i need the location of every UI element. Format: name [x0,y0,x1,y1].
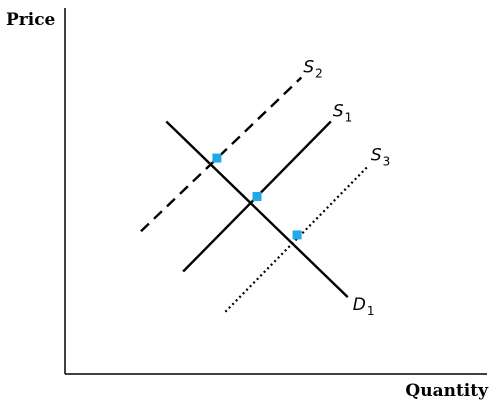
equilibrium-points-layer [212,153,302,240]
curve-label-s3: S3 [371,145,390,168]
curve-label-d1: D1 [353,295,375,318]
equilibrium-point [252,191,262,201]
x-axis-label: Quantity [405,381,489,401]
curve-label-subscript: 2 [315,67,323,81]
curve-label-s2: S2 [303,58,322,81]
curve-label-subscript: 1 [367,304,375,318]
curve-label-name: S [303,58,314,78]
curve-label-subscript: 3 [383,154,391,168]
curve-label-name: D [353,295,366,315]
curve-label-name: S [371,145,382,165]
curve-label-s1: S1 [333,101,352,124]
equilibrium-point [292,230,302,240]
curve-label-subscript: 1 [345,110,353,124]
curve-d1 [165,120,349,299]
y-axis-label: Price [6,10,56,30]
curve-s3 [224,164,370,313]
equilibrium-point [212,153,222,163]
curve-label-name: S [333,101,344,121]
